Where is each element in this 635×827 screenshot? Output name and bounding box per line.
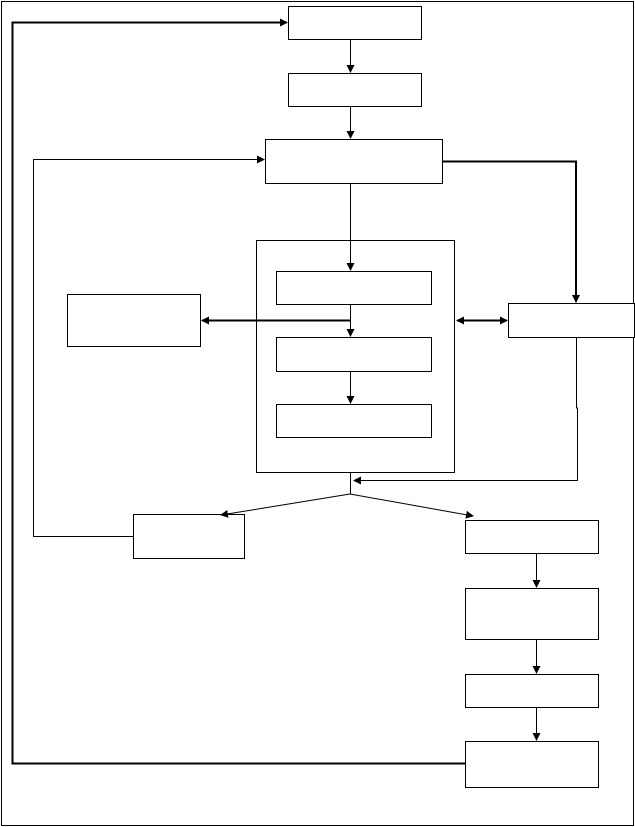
box-right-chain-3 <box>465 674 599 708</box>
box-inner-2 <box>276 337 432 372</box>
arrow-chain4-loop-to-top <box>11 18 465 765</box>
box-right-chain-2 <box>465 588 599 640</box>
box-top-1 <box>288 6 422 40</box>
box-inner-3 <box>276 404 432 438</box>
box-right-chain-1 <box>465 520 599 554</box>
box-main <box>265 139 443 184</box>
container-box <box>256 240 455 473</box>
arrow-split-left <box>220 493 351 518</box>
box-bottom-left <box>133 514 245 559</box>
box-right <box>508 303 635 338</box>
box-top-2 <box>288 73 422 107</box>
arrow-split-right <box>349 493 474 519</box>
arrow-main-to-right-box <box>443 160 580 303</box>
arrow-bottomleft-loop-to-main <box>33 155 265 537</box>
box-inner-1 <box>276 271 432 305</box>
box-left <box>67 294 201 347</box>
arrow-right-box-return <box>353 338 578 485</box>
box-right-chain-4 <box>465 741 599 788</box>
